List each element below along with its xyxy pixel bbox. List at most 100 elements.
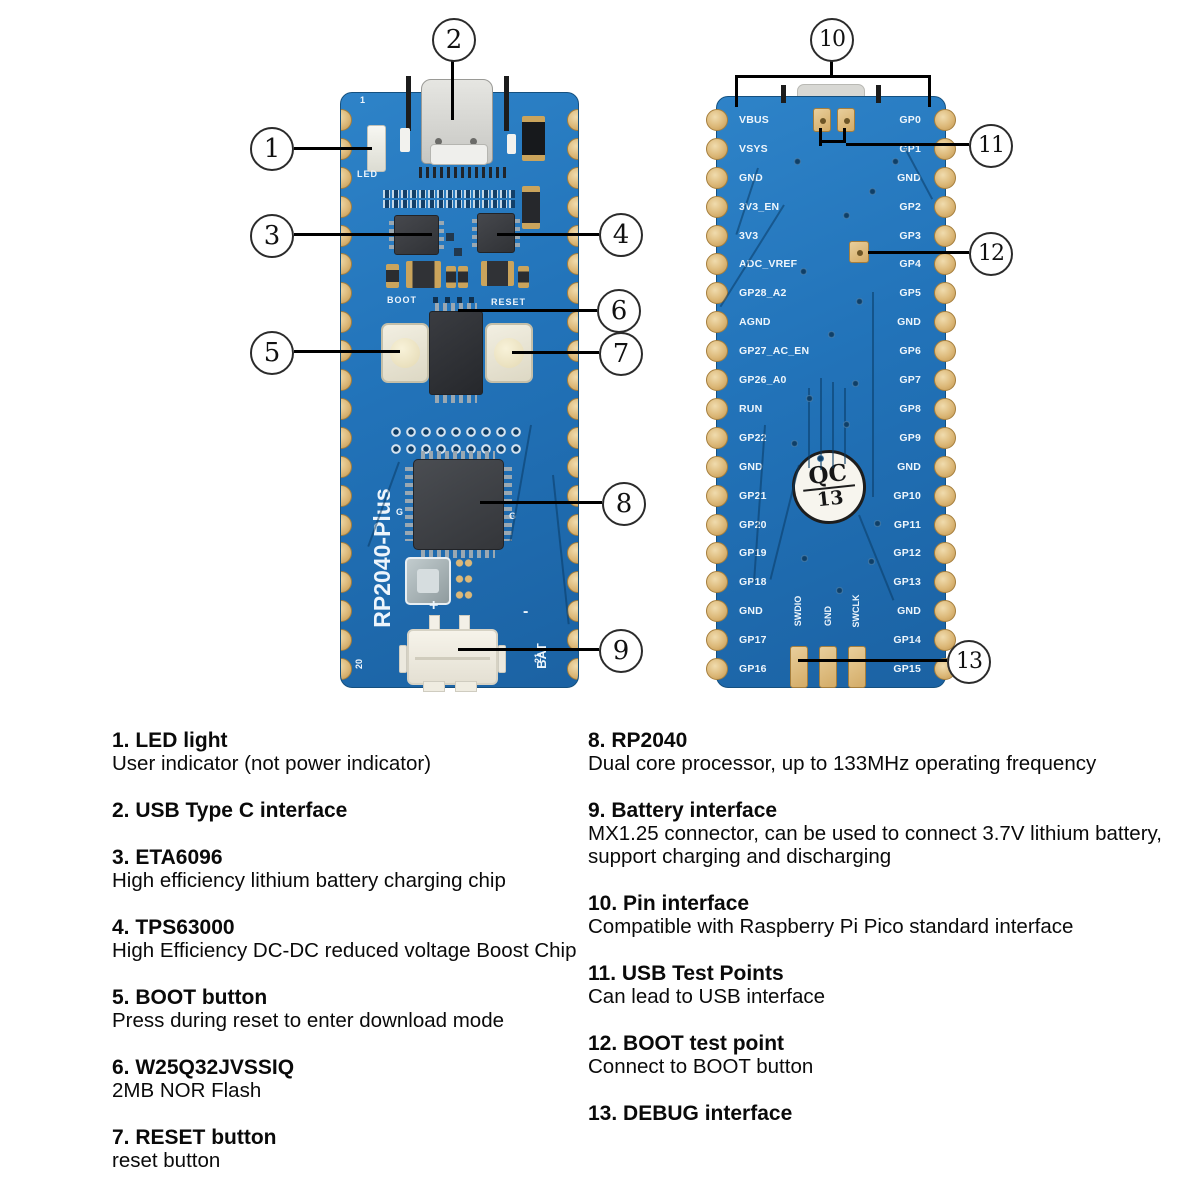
edge-pad [706, 484, 728, 507]
via [856, 298, 863, 305]
callout-12: 12 [969, 232, 1013, 276]
via [836, 587, 843, 594]
chip-pins [435, 395, 477, 403]
battery-connector [407, 629, 498, 692]
debug-pad-swclk [848, 646, 866, 688]
pin-label: GP28_A2 [739, 287, 787, 300]
leader-line [821, 140, 846, 143]
leader-line [819, 128, 822, 146]
button-cap [390, 338, 420, 368]
legend-item-desc: Can lead to USB interface [588, 985, 826, 1008]
callout-number: 7 [612, 339, 630, 369]
legend-item-title: 6. W25Q32JVSSIQ [112, 1056, 582, 1079]
pcb-trace [832, 382, 834, 468]
edge-pad [706, 166, 728, 189]
callout-9: 9 [599, 629, 643, 673]
chip-pins [435, 303, 477, 311]
edge-pad [706, 340, 728, 363]
edge-pad [706, 542, 728, 565]
callout-7: 7 [599, 332, 643, 376]
pin-label: AGND [739, 316, 771, 329]
leader-line [868, 251, 969, 254]
castellated-pad [567, 513, 578, 536]
edge-pad [706, 369, 728, 391]
bat-latch [399, 645, 407, 673]
legend-item-name: TPS63000 [135, 916, 235, 939]
via [868, 558, 875, 565]
callout-11: 11 [969, 124, 1013, 168]
pin-label: GND [739, 171, 763, 184]
usb-pin-dot [470, 138, 477, 145]
pin-label: GND [897, 605, 921, 618]
qc-stamp-line2: 13 [815, 486, 845, 512]
smd-part [454, 248, 462, 256]
pin-label: GP19 [739, 547, 767, 560]
callout-number: 2 [445, 25, 463, 55]
legend-item-desc: reset button [112, 1149, 221, 1172]
callout-number: 4 [612, 220, 630, 250]
leader-line [497, 233, 599, 236]
edge-pad [706, 311, 728, 334]
castellated-pad [341, 426, 352, 449]
pin-label: GND [897, 460, 921, 473]
crystal [405, 557, 451, 605]
legend-item: 2. USB Type C interface [112, 799, 582, 822]
pin-label: GP4 [899, 258, 921, 271]
castellated-pad [567, 282, 578, 305]
leader-line [843, 128, 846, 143]
legend-item-desc: MX1.25 connector, can be used to connect… [588, 822, 1162, 845]
castellated-pad [341, 600, 352, 623]
legend-item-title: 13. DEBUG interface [588, 1102, 1173, 1125]
castellated-pad [341, 484, 352, 507]
legend-item-name: Battery interface [611, 799, 778, 822]
front-board: LED 1 BOOT RESET [340, 76, 579, 692]
via [828, 331, 835, 338]
pin-label: 3V3_EN [739, 200, 780, 213]
via [806, 395, 813, 402]
pin-label: GP21 [739, 489, 767, 502]
chip-pins [504, 467, 512, 541]
legend-item-title: 11. USB Test Points [588, 962, 1173, 985]
pin-label: GP10 [893, 489, 921, 502]
legend-item-name: ETA6096 [135, 846, 223, 869]
castellated-pad [341, 195, 352, 218]
minus-mark: - [523, 603, 529, 620]
edge-pad [934, 253, 956, 276]
castellated-pad [567, 542, 578, 565]
edge-pad [706, 657, 728, 680]
usb-opening [430, 144, 488, 165]
usb-c-connector [421, 79, 493, 165]
bat-foot [423, 681, 445, 692]
usb-shield-pin-left [781, 85, 786, 103]
castellated-pad [567, 369, 578, 391]
model-name: RP2040-Plus [368, 488, 395, 628]
edge-pad [706, 426, 728, 449]
legend-item-number: 8. [588, 729, 606, 752]
legend-item-desc: High efficiency lithium battery charging… [112, 869, 506, 892]
legend-item-number: 11. [588, 962, 617, 985]
inductor [406, 261, 441, 288]
legend-item-title: 9. Battery interface [588, 799, 1173, 822]
pin-label: GP16 [739, 662, 767, 675]
via [852, 380, 859, 387]
edge-pad [934, 426, 956, 449]
rp2040-chip [413, 459, 504, 550]
legend-item-title: 3. ETA6096 [112, 846, 582, 869]
capacitor [446, 266, 456, 288]
edge-pad [934, 195, 956, 218]
castellated-pad [341, 166, 352, 189]
legend-item-title: 7. RESET button [112, 1126, 582, 1149]
castellated-pad [341, 629, 352, 651]
legend-item-title: 2. USB Type C interface [112, 799, 582, 822]
edge-pad [934, 571, 956, 594]
pin-label: VBUS [739, 114, 769, 126]
pin21-marker: 21 [533, 653, 543, 664]
pin-label: GP8 [899, 402, 921, 415]
via [892, 158, 899, 165]
legend-item-number: 4. [112, 916, 130, 939]
edge-pad [934, 166, 956, 189]
